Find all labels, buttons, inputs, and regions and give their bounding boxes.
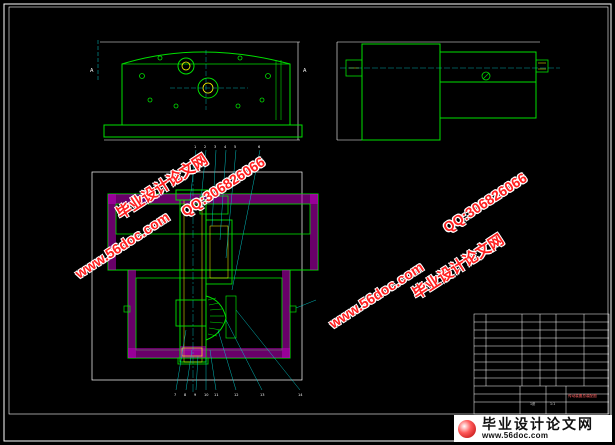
part-number: 5 (234, 145, 236, 149)
title-block-title: 传动装置总装配图 (568, 393, 597, 398)
title-block-scale: 1:1 (550, 402, 555, 406)
part-number: 12 (234, 393, 238, 397)
drawing-frame (3, 3, 612, 442)
footer-logo-title: 毕业设计论文网 (482, 416, 594, 432)
title-block-sheet: 1张 (530, 401, 536, 406)
drawing-inner-frame (8, 6, 609, 415)
part-number: 4 (224, 145, 227, 149)
footer-logo: 毕业设计论文网 www.56doc.com (454, 415, 612, 442)
part-number: 14 (298, 393, 303, 397)
part-number: 8 (184, 393, 186, 397)
top-left-view: A A (90, 40, 307, 141)
part-number: 10 (204, 393, 208, 397)
main-section-view (91, 160, 319, 392)
part-number: 2 (204, 145, 206, 149)
part-number-labels: 1 2 3 4 5 6 7 8 9 10 11 12 13 14 (174, 145, 303, 397)
part-number: 3 (214, 145, 216, 149)
part-number: 7 (174, 393, 176, 397)
section-mark-left: A (90, 68, 94, 74)
title-block (473, 313, 610, 415)
part-number: 6 (258, 145, 260, 149)
part-number: 11 (214, 393, 218, 397)
section-mark-right: A (303, 68, 307, 74)
part-number: 9 (194, 393, 196, 397)
logo-ball-icon (458, 419, 476, 438)
part-number: 13 (260, 393, 264, 397)
leader-lines (175, 149, 317, 391)
part-number: 1 (194, 145, 196, 149)
footer-logo-url: www.56doc.com (482, 431, 549, 440)
top-right-view (336, 41, 560, 141)
